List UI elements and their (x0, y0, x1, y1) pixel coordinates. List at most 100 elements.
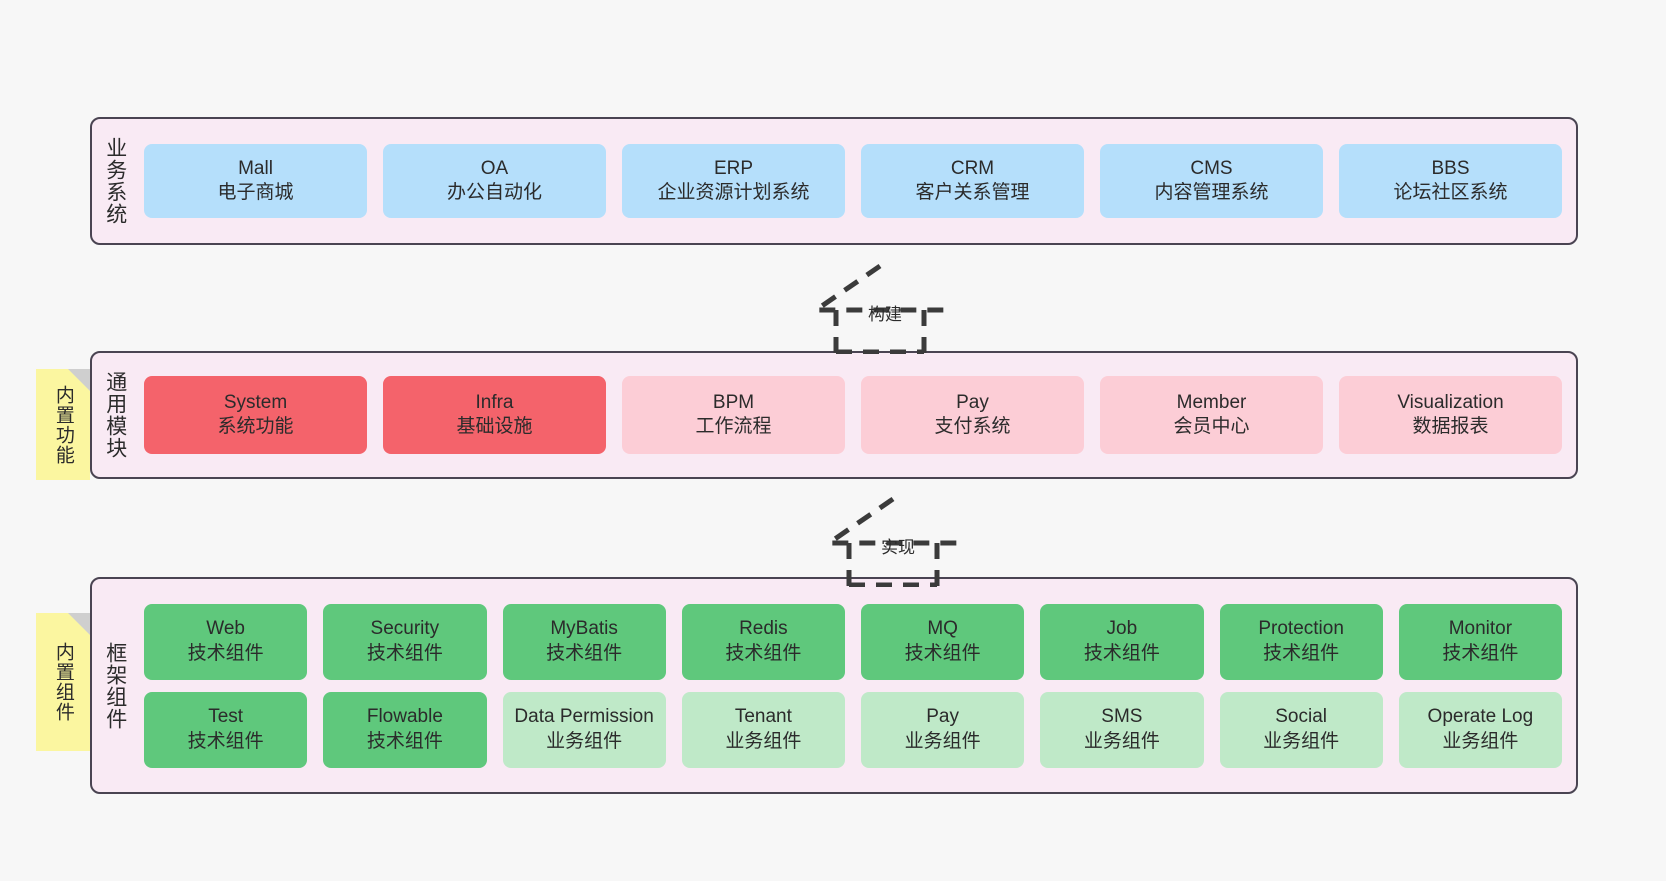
cell-subtitle: 企业资源计划系统 (657, 182, 810, 203)
cell-title: Data Permission (514, 706, 654, 728)
layer-body-framework-components: Web 技术组件 Security 技术组件 MyBatis 技术组件 Redi… (138, 579, 1576, 792)
relation-build: 构建 (800, 262, 960, 354)
relation-label-implement: 实现 (881, 538, 915, 557)
module-cell-system[interactable]: System 系统功能 (144, 376, 367, 454)
cell-subtitle: 技术组件 (1083, 642, 1160, 664)
business-cell-bbs[interactable]: BBS 论坛社区系统 (1339, 144, 1562, 218)
cell-subtitle: 业务组件 (546, 730, 623, 752)
cell-title: System (223, 391, 288, 413)
generalization-arrowhead-icon (807, 263, 944, 313)
cell-title: Job (1106, 618, 1138, 640)
cell-subtitle: 技术组件 (187, 642, 264, 664)
cell-title: Protection (1258, 618, 1344, 640)
cell-subtitle: 技术组件 (187, 730, 264, 752)
business-cell-mall[interactable]: Mall 电子商城 (144, 144, 367, 218)
cell-title: Visualization (1397, 391, 1504, 413)
component-cell-sms[interactable]: SMS 业务组件 (1040, 691, 1204, 768)
cell-subtitle: 业务组件 (1083, 730, 1160, 752)
cell-subtitle: 办公自动化 (446, 182, 542, 203)
layer-common-modules: 通用模块 System 系统功能 Infra 基础设施 BPM 工作流程 Pay… (90, 351, 1578, 479)
cell-title: MyBatis (550, 618, 618, 640)
component-cell-mybatis[interactable]: MyBatis 技术组件 (502, 603, 666, 680)
layer-label-common-modules: 通用模块 (103, 371, 127, 459)
component-cell-pay[interactable]: Pay 业务组件 (861, 691, 1025, 768)
module-cell-visualization[interactable]: Visualization 数据报表 (1339, 376, 1562, 454)
cell-subtitle: 支付系统 (934, 416, 1011, 437)
component-cell-job[interactable]: Job 技术组件 (1040, 603, 1204, 680)
component-cell-security[interactable]: Security 技术组件 (323, 603, 487, 680)
layer-label-business-systems: 业务系统 (103, 137, 127, 225)
module-cell-bpm[interactable]: BPM 工作流程 (622, 376, 845, 454)
layer-body-common-modules: System 系统功能 Infra 基础设施 BPM 工作流程 Pay 支付系统… (138, 353, 1576, 477)
component-cell-redis[interactable]: Redis 技术组件 (681, 603, 845, 680)
cell-subtitle: 数据报表 (1412, 416, 1489, 437)
note-builtin-component[interactable]: 内置组件 (36, 613, 90, 751)
cell-title: SMS (1101, 706, 1143, 728)
component-cell-mq[interactable]: MQ 技术组件 (861, 603, 1025, 680)
cell-subtitle: 系统功能 (217, 416, 294, 437)
common-modules-row: System 系统功能 Infra 基础设施 BPM 工作流程 Pay 支付系统… (144, 376, 1562, 454)
framework-tech-row: Web 技术组件 Security 技术组件 MyBatis 技术组件 Redi… (144, 603, 1562, 680)
cell-title: ERP (713, 157, 754, 179)
cell-subtitle: 电子商城 (217, 182, 294, 203)
cell-title: Tenant (734, 706, 792, 728)
business-systems-row: Mall 电子商城 OA 办公自动化 ERP 企业资源计划系统 CRM 客户关系… (144, 144, 1562, 218)
framework-biz-row: Test 技术组件 Flowable 技术组件 Data Permission … (144, 691, 1562, 768)
module-cell-member[interactable]: Member 会员中心 (1100, 376, 1323, 454)
cell-subtitle: 技术组件 (546, 642, 623, 664)
layer-label-framework-components: 框架组件 (103, 641, 127, 730)
business-cell-erp[interactable]: ERP 企业资源计划系统 (622, 144, 845, 218)
cell-title: Mall (238, 157, 273, 179)
business-cell-oa[interactable]: OA 办公自动化 (383, 144, 606, 218)
component-cell-tenant[interactable]: Tenant 业务组件 (681, 691, 845, 768)
component-cell-test[interactable]: Test 技术组件 (144, 691, 308, 768)
layer-business-systems: 业务系统 Mall 电子商城 OA 办公自动化 ERP 企业资源计划系统 CRM… (90, 117, 1578, 245)
cell-title: Pay (956, 391, 989, 413)
component-cell-operate-log[interactable]: Operate Log 业务组件 (1398, 691, 1562, 768)
cell-subtitle: 基础设施 (456, 416, 533, 437)
cell-subtitle: 业务组件 (725, 730, 802, 752)
note-builtin-function[interactable]: 内置功能 (36, 369, 90, 480)
note-label: 内置组件 (52, 642, 74, 722)
cell-title: Flowable (366, 706, 443, 728)
module-cell-infra[interactable]: Infra 基础设施 (383, 376, 606, 454)
cell-title: BPM (712, 391, 755, 413)
cell-title: Infra (475, 391, 514, 413)
cell-title: Monitor (1448, 618, 1513, 640)
cell-title: BBS (1431, 157, 1470, 179)
cell-title: Social (1275, 706, 1327, 728)
cell-title: Member (1176, 391, 1247, 413)
layer-framework-components: 框架组件 Web 技术组件 Security 技术组件 MyBatis 技术组件… (90, 577, 1578, 794)
business-cell-crm[interactable]: CRM 客户关系管理 (861, 144, 1084, 218)
cell-subtitle: 业务组件 (1442, 730, 1519, 752)
cell-subtitle: 技术组件 (366, 730, 443, 752)
cell-subtitle: 工作流程 (695, 416, 772, 437)
cell-title: Web (206, 618, 245, 640)
layer-body-business-systems: Mall 电子商城 OA 办公自动化 ERP 企业资源计划系统 CRM 客户关系… (138, 119, 1576, 243)
component-cell-web[interactable]: Web 技术组件 (144, 603, 308, 680)
cell-title: Redis (739, 618, 788, 640)
cell-title: Pay (926, 706, 959, 728)
cell-subtitle: 论坛社区系统 (1393, 182, 1508, 203)
component-cell-data-permission[interactable]: Data Permission 业务组件 (502, 691, 666, 768)
relation-label-build: 构建 (868, 305, 902, 324)
cell-title: CMS (1190, 157, 1233, 179)
cell-subtitle: 内容管理系统 (1154, 182, 1269, 203)
component-cell-social[interactable]: Social 业务组件 (1219, 691, 1383, 768)
cell-subtitle: 客户关系管理 (915, 182, 1030, 203)
cell-title: OA (480, 157, 509, 179)
cell-subtitle: 技术组件 (1263, 642, 1340, 664)
relation-implement: 实现 (813, 495, 973, 587)
component-cell-protection[interactable]: Protection 技术组件 (1219, 603, 1383, 680)
cell-subtitle: 业务组件 (904, 730, 981, 752)
cell-title: Security (370, 618, 440, 640)
cell-subtitle: 会员中心 (1173, 416, 1250, 437)
component-cell-flowable[interactable]: Flowable 技术组件 (323, 691, 487, 768)
cell-title: MQ (927, 618, 958, 640)
module-cell-pay[interactable]: Pay 支付系统 (861, 376, 1084, 454)
cell-subtitle: 技术组件 (1442, 642, 1519, 664)
cell-subtitle: 技术组件 (366, 642, 443, 664)
component-cell-monitor[interactable]: Monitor 技术组件 (1398, 603, 1562, 680)
business-cell-cms[interactable]: CMS 内容管理系统 (1100, 144, 1323, 218)
